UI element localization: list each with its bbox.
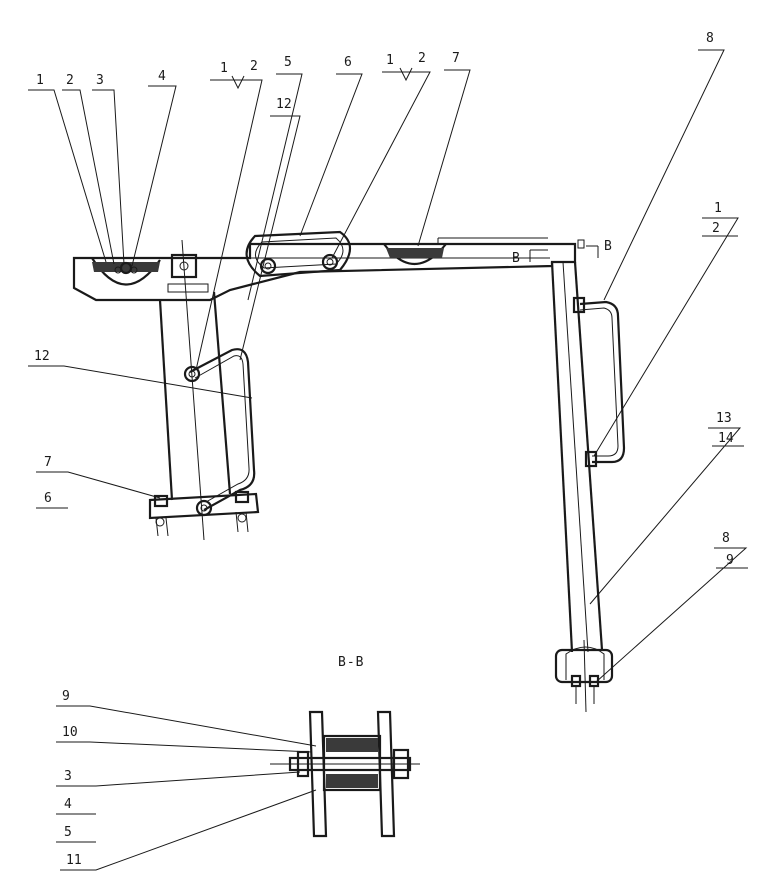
callout-12a: 12 [276,97,292,112]
left-saddle [91,257,161,286]
callout-11: 11 [66,853,82,868]
main-frame [72,237,604,653]
callout-4a: 4 [158,69,166,84]
callout-14: 14 [718,431,734,446]
callout-9a: 9 [726,553,734,568]
callout-2d: 2 [712,221,720,236]
section-view [270,710,420,838]
callout-1b: 1 [220,61,228,76]
callout-4b: 4 [64,797,72,812]
leader-lines [28,49,748,871]
handle-loop [245,230,352,278]
callout-2b: 2 [250,59,258,74]
top-bracket [167,253,209,293]
callout-8a: 8 [706,31,714,46]
callout-3b: 3 [64,769,72,784]
section-cut-mark: B B [512,239,612,266]
callout-6b: 6 [44,491,52,506]
callout-1d: 1 [714,201,722,216]
callout-7a: 7 [452,51,460,66]
callout-5: 5 [284,55,292,70]
right-saddle [383,243,447,266]
left-foot-bracket [148,490,260,537]
callout-1c: 1 [386,53,394,68]
callout-2a: 2 [66,73,74,88]
callout-13: 13 [716,411,732,426]
right-foot-ubolt [554,639,614,713]
callout-5b: 5 [64,825,72,840]
callout-labels: 1 2 3 4 1 2 5 12 6 1 2 7 8 1 2 12 7 6 13… [34,31,734,868]
section-title: B-B [338,655,364,670]
cut-mark-left: B [512,251,520,266]
callout-2c: 2 [418,51,426,66]
callout-12b: 12 [34,349,50,364]
callout-10: 10 [62,725,78,740]
callout-6a: 6 [344,55,352,70]
right-bent-pipe [572,296,626,468]
cut-mark-right: B [604,239,612,254]
callout-7b: 7 [44,455,52,470]
callout-1a: 1 [36,73,44,88]
callout-8b: 8 [722,531,730,546]
callout-3a: 3 [96,73,104,88]
callout-9b: 9 [62,689,70,704]
